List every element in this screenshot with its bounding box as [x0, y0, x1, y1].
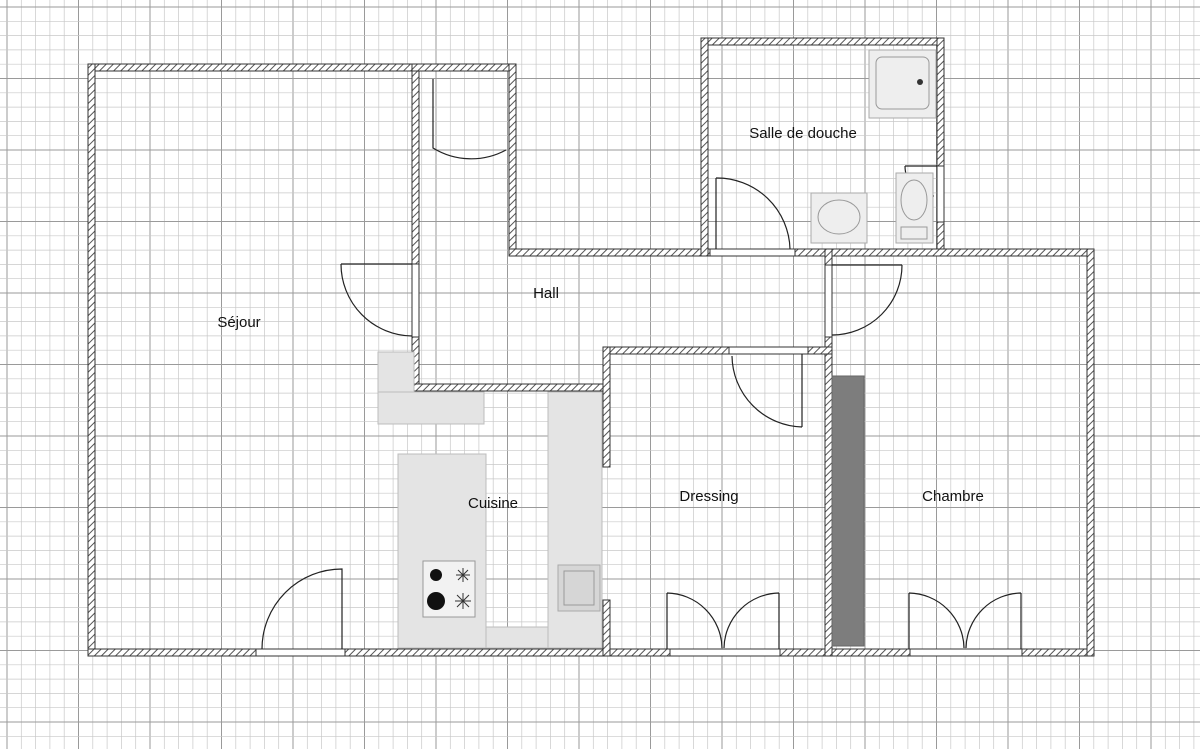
kitchen-sink	[557, 564, 601, 612]
door-sdd	[715, 177, 791, 250]
wardrobe	[831, 375, 865, 647]
washbasin-bowl	[817, 199, 861, 235]
kitchen-island	[397, 453, 487, 649]
kitchen-counter-bar	[377, 391, 485, 425]
frame-sdd-door	[709, 248, 796, 257]
burner-4	[455, 593, 471, 609]
wall-dressing-left-low	[602, 599, 611, 657]
frame-dressing-door	[728, 346, 809, 355]
burner-3	[456, 568, 470, 582]
walls	[87, 37, 1095, 657]
wall-hall-right-upper	[508, 63, 517, 257]
burner-2	[427, 592, 445, 610]
toilet-bowl	[900, 179, 928, 221]
burner-1	[430, 569, 442, 581]
wall-sdd-right	[936, 37, 945, 167]
label-hall: Hall	[533, 285, 559, 302]
wall-sejour-top	[87, 63, 421, 72]
wall-sdd-left	[700, 37, 709, 257]
label-salle-de-douche: Salle de douche	[749, 125, 857, 142]
wall-chambre-left-upper	[824, 248, 833, 266]
shower-tray	[868, 49, 937, 119]
sink-bowl	[563, 570, 595, 606]
wall-dressing-top-right	[807, 346, 833, 355]
frame-bottom-dressing	[669, 648, 781, 657]
shower-basin-inner	[875, 56, 930, 110]
wall-hall-top	[411, 63, 517, 72]
door-frames	[255, 165, 1023, 657]
label-dressing: Dressing	[679, 488, 738, 505]
room-labels: Séjour Hall Salle de douche Cuisine Dres…	[217, 125, 984, 512]
wall-bottom-4	[1021, 648, 1095, 657]
wall-sdd-top	[700, 37, 945, 46]
washbasin	[810, 192, 868, 244]
wall-bottom-2	[344, 648, 671, 657]
door-sejour-bottom	[261, 568, 343, 650]
wall-sejour-partition	[411, 63, 420, 265]
door-dressing	[731, 354, 803, 428]
toilet-tank	[900, 226, 928, 240]
frame-sejour-door	[411, 263, 420, 338]
door-dressing-left-leaf	[666, 592, 723, 649]
frame-sdd-wc	[936, 165, 945, 223]
wall-chambre-left	[824, 336, 833, 657]
door-dressing-right-leaf	[723, 592, 780, 649]
shower-drain	[917, 79, 923, 85]
door-sejour	[340, 263, 413, 337]
door-chambre-left-leaf	[908, 592, 965, 649]
wall-dressing-left	[602, 346, 611, 468]
kitchen-counter-bottom	[485, 626, 549, 649]
cooktop	[422, 560, 476, 618]
label-cuisine: Cuisine	[468, 495, 518, 512]
door-chambre	[831, 264, 903, 336]
wall-chambre-right	[1086, 248, 1095, 657]
wall-dressing-top	[602, 346, 730, 355]
wall-hall-bottom-left	[411, 383, 608, 392]
wall-hall-top-mid	[508, 248, 711, 257]
fixture-details	[563, 56, 930, 606]
wall-bottom-3	[779, 648, 911, 657]
door-hall-entry	[432, 79, 507, 160]
wall-sejour-left	[87, 63, 96, 657]
door-chambre-right-leaf	[965, 592, 1022, 649]
label-chambre: Chambre	[922, 488, 984, 505]
wall-chambre-top	[824, 248, 1095, 257]
frame-bottom-entry	[255, 648, 346, 657]
frame-chambre-door	[824, 264, 833, 338]
kitchen-counter-top	[377, 351, 415, 393]
wall-bottom-1	[87, 648, 257, 657]
label-sejour: Séjour	[217, 314, 260, 331]
cooktop-plate	[422, 560, 476, 618]
frame-bottom-chambre	[909, 648, 1023, 657]
